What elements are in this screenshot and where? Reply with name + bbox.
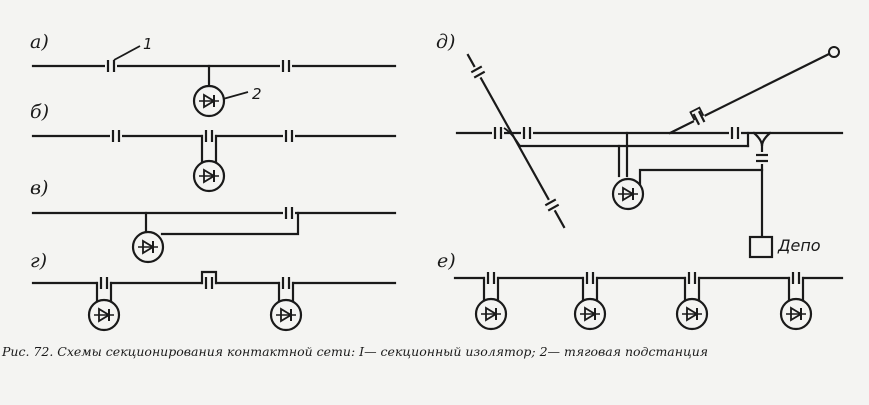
panel-a-label: а): [30, 31, 49, 53]
panel-a: а) 1 2: [30, 31, 397, 118]
figure-caption: Рис. 72. Схемы секционирования контактно…: [2, 344, 709, 359]
traction-substation: [192, 159, 226, 193]
traction-substation: [269, 298, 303, 332]
section-insulator: [201, 128, 217, 144]
traction-substation: [779, 297, 813, 331]
traction-substation: [611, 177, 645, 211]
sectioning-diagram: а) 1 2 б) в) г): [30, 31, 844, 332]
traction-substation: [192, 84, 226, 118]
section-insulator: [483, 270, 499, 286]
section-insulator: [108, 128, 124, 144]
panel-d-label: д): [436, 31, 455, 53]
traction-substation: [675, 297, 709, 331]
panel-b: б): [30, 101, 397, 193]
section-insulator: [278, 275, 294, 291]
substation-callout-number: 2: [252, 85, 262, 103]
depot-label: Депо: [777, 236, 821, 255]
panel-v: в): [30, 177, 397, 264]
panel-v-label: в): [30, 177, 48, 199]
panel-e-label: е): [437, 250, 456, 272]
section-insulator: [281, 128, 297, 144]
panel-g-label: г): [30, 250, 47, 272]
traction-substation: [573, 297, 607, 331]
section-insulator: [278, 58, 294, 74]
panel-b-label: б): [30, 101, 49, 123]
section-insulator: [96, 275, 112, 291]
traction-substation: [87, 298, 121, 332]
section-insulator: [788, 270, 804, 286]
panel-g: г): [30, 250, 397, 332]
panel-d: д) Депо: [436, 31, 844, 259]
traction-substation: [131, 230, 165, 264]
section-insulator: [727, 125, 743, 141]
section-insulator: [201, 275, 217, 291]
isolator-callout-number: 1: [143, 35, 153, 53]
section-insulator: [490, 125, 506, 141]
traction-substation: [474, 297, 508, 331]
section-insulator: [684, 270, 700, 286]
section-insulator: [519, 125, 535, 141]
section-insulator: [103, 58, 119, 74]
depot-box: [748, 235, 774, 259]
section-insulator: [582, 270, 598, 286]
panel-e: е): [437, 250, 844, 331]
section-insulator: [281, 205, 297, 221]
